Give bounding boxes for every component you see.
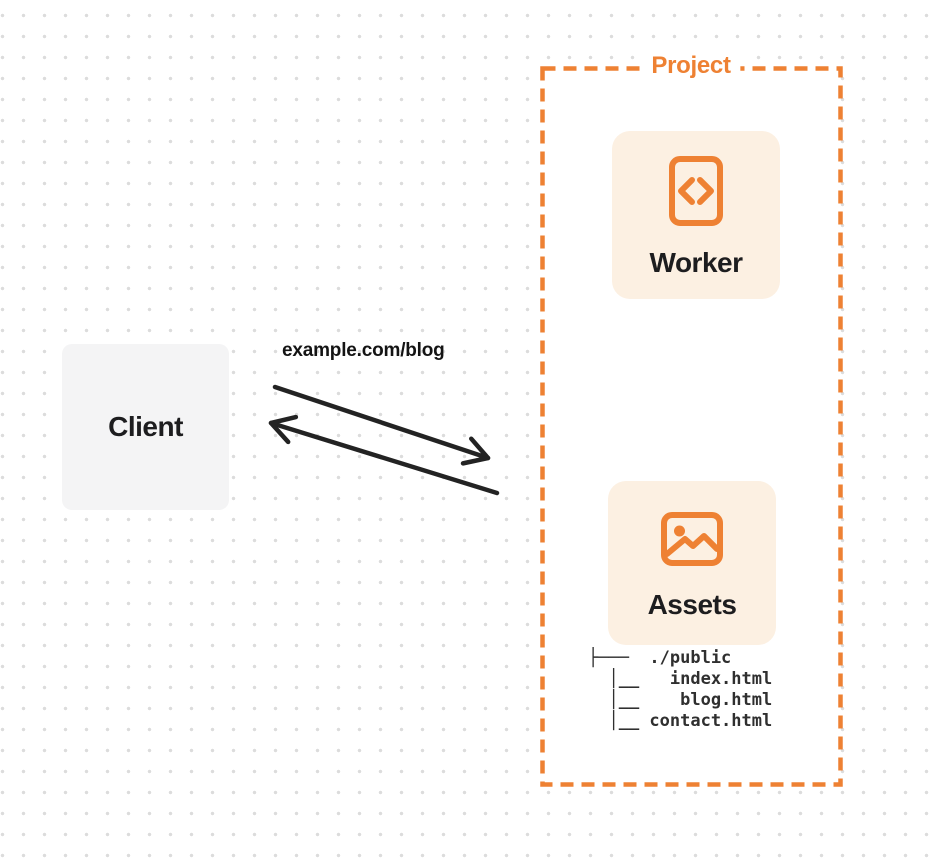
image-icon <box>661 512 723 566</box>
request-arrow <box>272 384 491 466</box>
assets-box: Assets <box>608 481 776 645</box>
worker-label: Worker <box>649 247 743 278</box>
worker-box: Worker <box>612 131 780 299</box>
client-label: Client <box>108 411 183 442</box>
code-file-icon <box>669 156 723 226</box>
request-url-label: example.com/blog <box>282 340 445 361</box>
request-response-arrows <box>268 384 500 496</box>
response-arrow <box>268 414 500 496</box>
tree-line-index: │__ index.html <box>588 669 773 689</box>
tree-line-contact: │__ contact.html <box>588 711 773 731</box>
assets-file-tree: ├─── ./public │__ index.html │__ blog.ht… <box>588 648 772 732</box>
assets-label: Assets <box>647 589 737 620</box>
tree-line-blog: │__ blog.html <box>588 690 773 710</box>
tree-line-public: ├─── ./public <box>588 648 732 668</box>
client-box: Client <box>62 344 229 510</box>
project-label: Project <box>641 50 741 82</box>
